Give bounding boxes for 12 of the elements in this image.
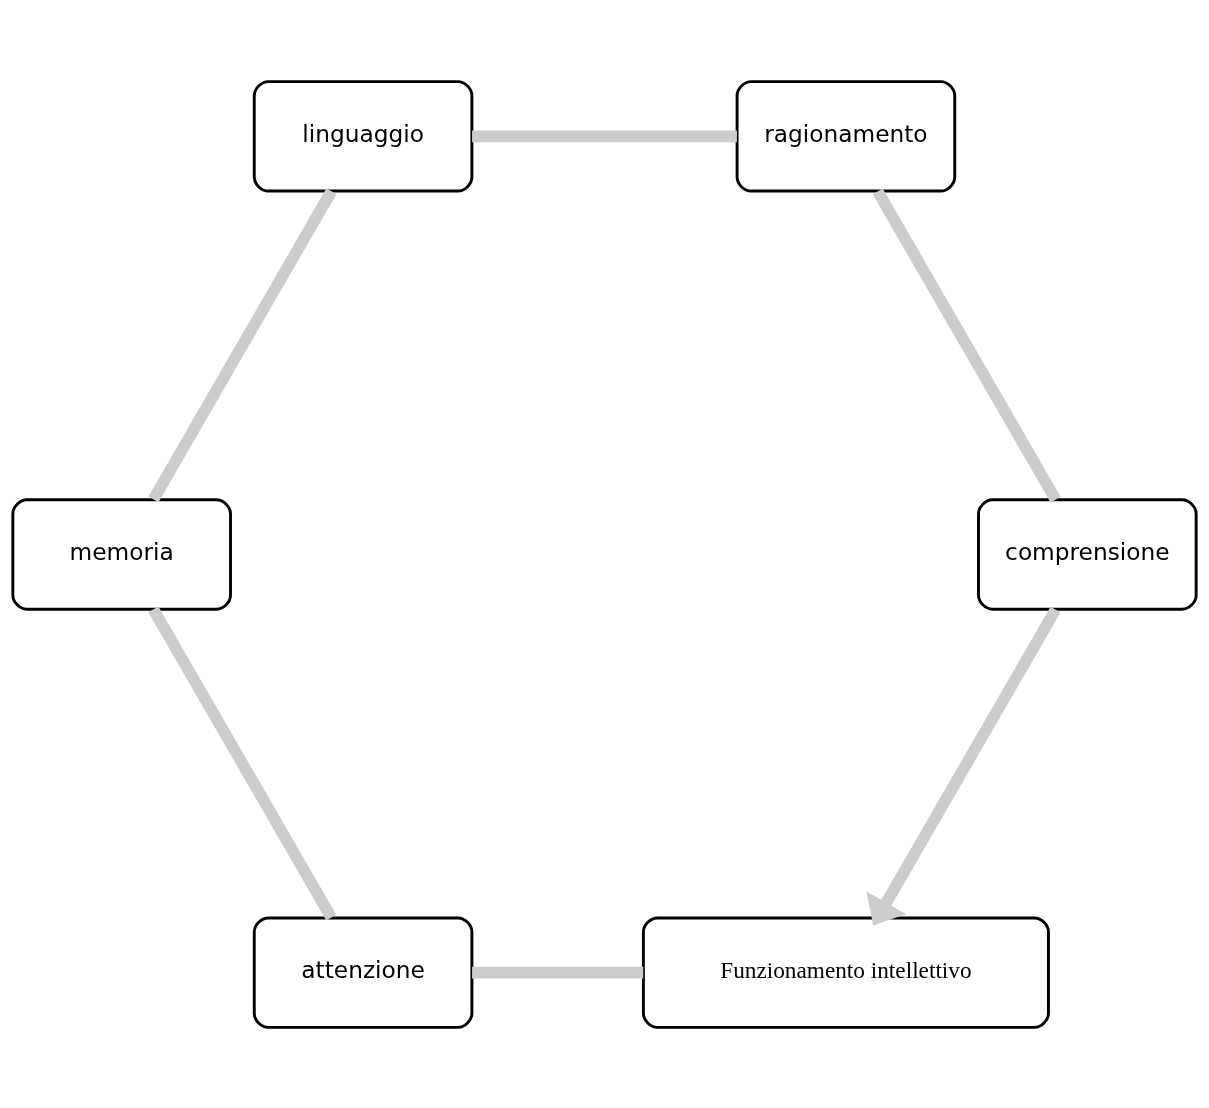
- connector: [872, 188, 1061, 502]
- connector: [148, 187, 337, 502]
- arrow: [866, 606, 1061, 925]
- node-box: Funzionamento intellettivo: [641, 915, 1050, 1029]
- node-box: ragionamento: [735, 79, 957, 193]
- connector: [472, 966, 644, 978]
- connector: [148, 606, 337, 920]
- node-box: attenzione: [252, 915, 474, 1029]
- node-box: linguaggio: [252, 79, 474, 193]
- node-box: comprensione: [977, 497, 1198, 611]
- node-box: memoria: [11, 497, 232, 611]
- connector: [472, 130, 737, 142]
